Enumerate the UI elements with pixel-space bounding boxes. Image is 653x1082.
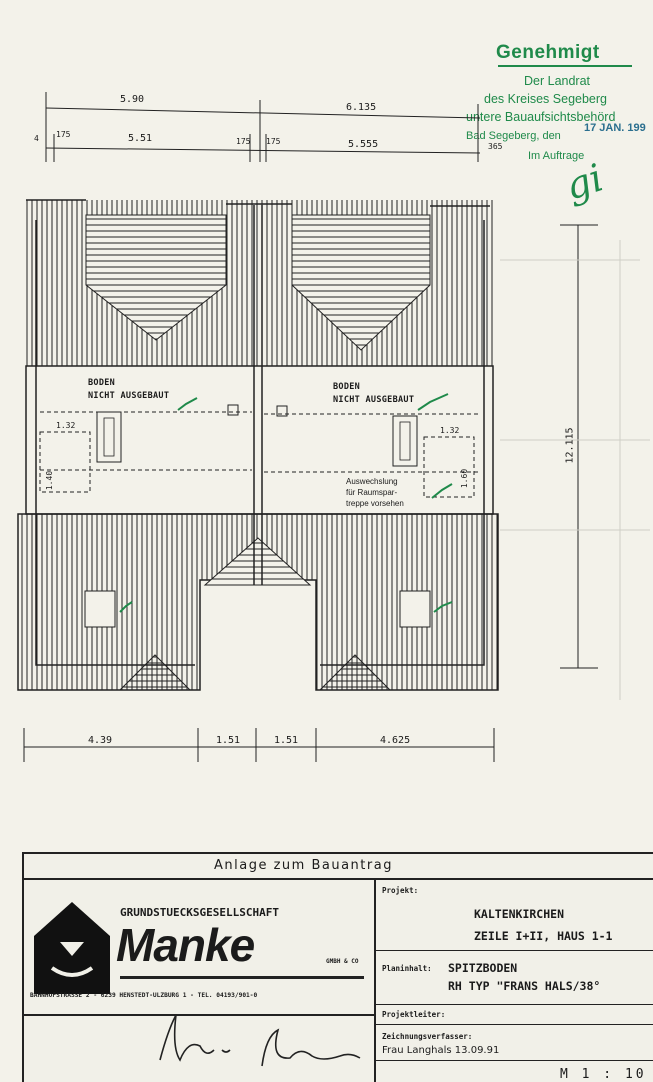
dim-row2-b: 175 [56, 130, 71, 139]
drawer-label: Zeichnungsverfasser: [382, 1032, 473, 1041]
project-label: Projekt: [382, 886, 419, 895]
party-wall [253, 205, 263, 585]
left-dormer-hatch [85, 214, 227, 341]
bottom-dimension-line [23, 728, 495, 762]
dim-right-small-2: 1.60 [460, 468, 470, 489]
dim-right-small-1: 1.32 [440, 426, 460, 435]
dim-bottom-2: 1.51 [216, 735, 241, 746]
lead-label: Projektleiter: [382, 1010, 446, 1019]
right-dormer-hatch [291, 214, 431, 351]
stamp-underline [498, 65, 632, 67]
manke-house-logo [34, 902, 110, 994]
dashed-beams [39, 411, 480, 498]
note-line-1: Auswechslung [346, 477, 398, 486]
drawer-value: Frau Langhals 13.09.91 [382, 1045, 500, 1056]
stamp-date: 17 JAN. 199 [584, 122, 646, 134]
right-room-label-1: BODEN [333, 382, 361, 392]
stamp-title: Genehmigt [496, 42, 600, 63]
dim-row2-c: 5.51 [128, 133, 153, 144]
right-stair-window [392, 415, 418, 467]
dim-top-right: 6.135 [346, 102, 377, 113]
project-value-1: KALTENKIRCHEN [474, 907, 565, 921]
company-brand-suffix: GMBH & CO [326, 958, 359, 965]
plan-label: Planinhalt: [382, 964, 432, 973]
lower-roof-hatch [17, 513, 499, 691]
dim-left-small-1: 1.32 [56, 421, 76, 430]
left-stair-window [96, 411, 122, 463]
lower-left-gable [118, 654, 192, 691]
attic-room-strip [25, 365, 494, 515]
dim-bottom-3: 1.51 [274, 735, 299, 746]
dim-row2-d: 175 [236, 137, 251, 146]
plan-value-1: SPITZBODEN [448, 961, 518, 975]
scale-value: M 1 : 10 [560, 1067, 647, 1082]
left-room-label-2: NICHT AUSGEBAUT [88, 391, 170, 401]
title-block: Anlage zum Bauantrag GRUNDSTUECKSGESELLS… [22, 852, 653, 1082]
note-line-3: treppe vorsehen [346, 499, 404, 508]
stamp-place-date: Bad Segeberg, den [466, 130, 561, 142]
dim-top-left: 5.90 [120, 94, 145, 105]
right-chimney [276, 405, 288, 417]
faint-background-lines [500, 240, 650, 700]
top-dimension-lines [45, 92, 481, 162]
left-chimney [227, 404, 239, 416]
entrance-cutout [201, 592, 315, 690]
right-room-label-2: NICHT AUSGEBAUT [333, 395, 415, 405]
dim-row2-a: 4 [34, 134, 39, 143]
dim-bottom-4: 4.625 [380, 735, 411, 746]
right-dimension-line [560, 224, 598, 669]
dim-right-height: 12.115 [564, 427, 576, 464]
dim-left-small-2: 1.40 [45, 470, 55, 491]
stamp-line1: Der Landrat [524, 74, 591, 88]
dim-row2-f: 5.555 [348, 139, 379, 150]
dim-row2-e: 175 [266, 137, 281, 146]
dim-row2-g: 365 [488, 142, 503, 151]
company-brand: Manke [116, 919, 255, 971]
lower-right-gable [318, 654, 392, 691]
left-room-label-1: BODEN [88, 378, 116, 388]
lower-center-gable [203, 537, 312, 586]
green-check-marks [119, 393, 453, 613]
note-line-2: für Raumspar- [346, 488, 398, 497]
company-address: BAHNHOFSTRASSE 2 - 6239 HENSTEDT-ULZBURG… [30, 992, 258, 999]
company-name: GRUNDSTUECKSGESELLSCHAFT [120, 906, 279, 919]
project-value-2: ZEILE I+II, HAUS 1-1 [474, 929, 613, 943]
approval-stamp: Genehmigt Der Landrat des Kreises Segebe… [462, 38, 653, 168]
stamp-line2: des Kreises Segeberg [484, 92, 607, 106]
right-skylight [399, 590, 431, 628]
stamp-line3: untere Bauaufsichtsbehörd [466, 110, 616, 124]
outer-walls [26, 199, 490, 666]
left-skylight [84, 590, 116, 628]
stamp-note: Im Auftrage [528, 150, 585, 162]
plan-value-2: RH TYP "FRANS HALS/38° [448, 979, 601, 993]
title-block-header: Anlage zum Bauantrag [214, 858, 393, 873]
dim-bottom-1: 4.39 [88, 735, 113, 746]
